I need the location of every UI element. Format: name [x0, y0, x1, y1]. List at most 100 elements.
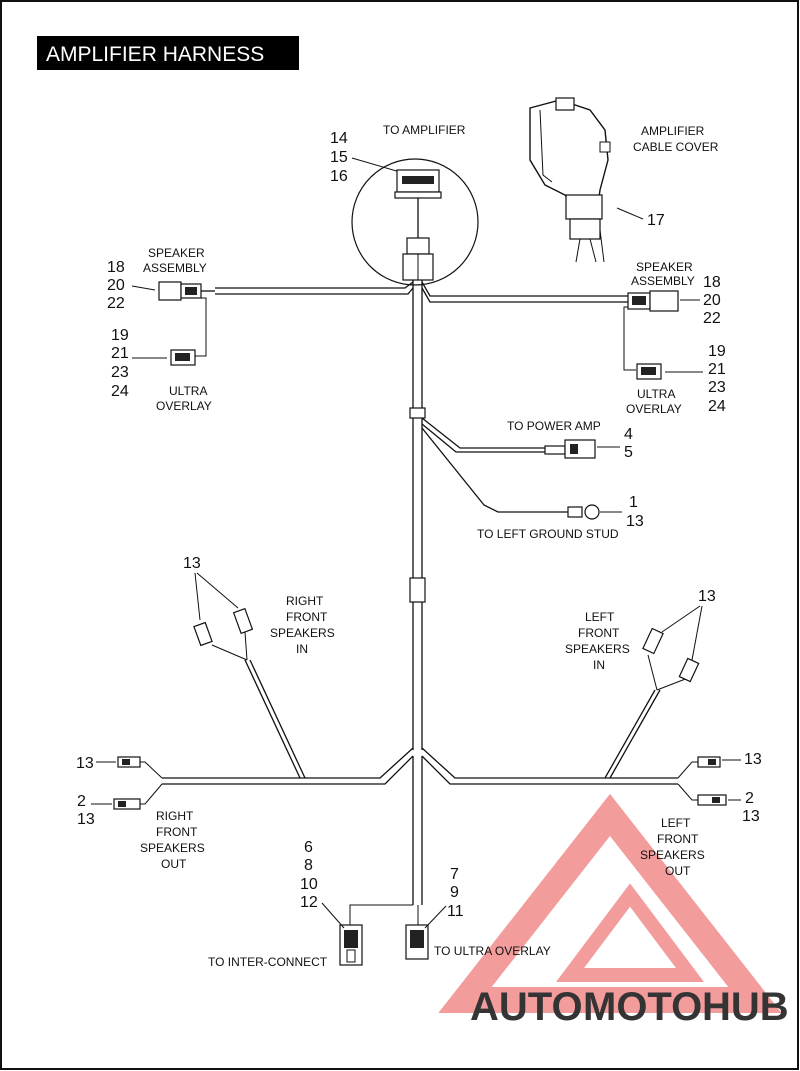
- leader-rf-in-a: [194, 572, 201, 621]
- speaker-assembly-left-connector: [158, 281, 215, 357]
- callout-rf-out-13a: 13: [76, 755, 94, 772]
- title-box: [37, 36, 299, 70]
- callout-16: 16: [330, 168, 348, 185]
- amplifier-cable-cover: [529, 97, 611, 263]
- ultra-overlay-right-label-1: ULTRA: [637, 387, 675, 401]
- watermark-text-hub: HUB: [702, 985, 789, 1029]
- callout-rf-in-13: 13: [183, 555, 201, 572]
- lf-out-label-4: OUT: [665, 864, 691, 878]
- leader-14-16: [351, 157, 401, 173]
- left-front-speakers-out-branch: [677, 756, 727, 806]
- leader-17: [616, 207, 644, 220]
- right-front-speakers-out-branch: [113, 756, 163, 810]
- callout-lf-out-2: 2: [745, 790, 754, 807]
- callout-uo-9: 9: [450, 884, 459, 901]
- to-power-amp-label: TO POWER AMP: [507, 419, 601, 433]
- rf-in-label-3: SPEAKERS: [270, 626, 335, 640]
- lf-in-label-4: IN: [593, 658, 605, 672]
- callout-left-18: 18: [107, 259, 125, 276]
- amplifier-connector: [394, 169, 442, 281]
- callout-ic-6: 6: [304, 839, 313, 856]
- leader-lf-in-b: [691, 605, 703, 661]
- ultra-overlay-right-label-2: OVERLAY: [626, 402, 682, 416]
- lf-out-label-3: SPEAKERS: [640, 848, 705, 862]
- callout-lf-out-13a: 13: [744, 751, 762, 768]
- to-amplifier-label: TO AMPLIFIER: [383, 123, 466, 137]
- callout-power-5: 5: [624, 444, 633, 461]
- left-front-speakers-in-branch: [604, 627, 700, 779]
- callout-lf-out-13b: 13: [742, 808, 760, 825]
- callout-left-22: 22: [107, 295, 125, 312]
- leader-left-18: [131, 285, 156, 291]
- callout-15: 15: [330, 149, 348, 166]
- amp-cover-label-1: AMPLIFIER: [641, 124, 705, 138]
- callout-right-24: 24: [708, 398, 726, 415]
- callout-right-22: 22: [703, 310, 721, 327]
- callout-uo-7: 7: [450, 866, 459, 883]
- lf-in-label-1: LEFT: [585, 610, 615, 624]
- callout-left-19: 19: [111, 327, 129, 344]
- callout-lf-in-13: 13: [698, 588, 716, 605]
- leader-rf-in-b: [196, 572, 239, 609]
- rf-out-label-4: OUT: [161, 857, 187, 871]
- leader-uo: [424, 905, 447, 929]
- lf-in-label-2: FRONT: [578, 626, 620, 640]
- watermark-text-auto: AUTO: [470, 985, 583, 1029]
- rf-out-label-3: SPEAKERS: [140, 841, 205, 855]
- speaker-assembly-right-connector: [623, 290, 679, 371]
- leader-lf-in-a: [661, 605, 701, 633]
- callout-right-23: 23: [708, 379, 726, 396]
- callout-left-21: 21: [111, 345, 129, 362]
- detail-circle: [351, 158, 479, 286]
- callout-uo-11: 11: [447, 903, 464, 920]
- lf-out-label-2: FRONT: [657, 832, 699, 846]
- callout-left-20: 20: [107, 277, 125, 294]
- to-ultra-overlay-label: TO ULTRA OVERLAY: [434, 944, 551, 958]
- callout-right-20: 20: [703, 292, 721, 309]
- callout-rf-out-2: 2: [77, 793, 86, 810]
- callout-ground-1: 1: [629, 494, 638, 511]
- lf-in-label-3: SPEAKERS: [565, 642, 630, 656]
- page-title: AMPLIFIER HARNESS: [46, 43, 264, 66]
- watermark-text-moto: MOTO: [583, 985, 702, 1029]
- to-inter-connect-label: TO INTER-CONNECT: [208, 955, 328, 969]
- rf-in-label-2: FRONT: [286, 610, 328, 624]
- callout-left-23: 23: [111, 364, 129, 381]
- speaker-assembly-right-label-1: SPEAKER: [636, 260, 693, 274]
- callout-ground-13: 13: [626, 513, 644, 530]
- amp-cover-label-2: CABLE COVER: [633, 140, 719, 154]
- ultra-overlay-left-label-1: ULTRA: [169, 384, 207, 398]
- leader-ic: [321, 902, 345, 929]
- callout-power-4: 4: [624, 426, 633, 443]
- main-trunk: [409, 280, 426, 905]
- lf-out-label-1: LEFT: [661, 816, 691, 830]
- callout-rf-out-13b: 13: [77, 811, 95, 828]
- speaker-assembly-right-label-2: ASSEMBLY: [631, 274, 695, 288]
- ground-branch: [421, 427, 600, 520]
- callout-right-18: 18: [703, 274, 721, 291]
- to-left-ground-stud-label: TO LEFT GROUND STUD: [477, 527, 619, 541]
- watermark-logo: AUTO MOTO HUB: [438, 793, 789, 1029]
- callout-17: 17: [647, 212, 665, 229]
- callout-ic-12: 12: [300, 894, 318, 911]
- callout-ic-10: 10: [300, 876, 318, 893]
- ultra-overlay-left-label-2: OVERLAY: [156, 399, 212, 413]
- rf-out-label-1: RIGHT: [156, 809, 194, 823]
- speaker-assembly-left-label-1: SPEAKER: [148, 246, 205, 260]
- callout-right-21: 21: [708, 361, 726, 378]
- rf-out-label-2: FRONT: [156, 825, 198, 839]
- power-amp-branch: [421, 417, 596, 459]
- callout-right-19: 19: [708, 343, 726, 360]
- lower-harness: [162, 747, 678, 785]
- rf-in-label-4: IN: [296, 642, 308, 656]
- rf-in-label-1: RIGHT: [286, 594, 324, 608]
- ultra-overlay-right-connector: [636, 363, 662, 380]
- right-front-speakers-in-branch: [193, 607, 306, 779]
- callout-left-24: 24: [111, 383, 129, 400]
- speaker-assembly-left-label-2: ASSEMBLY: [143, 261, 207, 275]
- callout-14: 14: [330, 130, 348, 147]
- ultra-overlay-left-connector: [170, 349, 196, 366]
- callout-ic-8: 8: [304, 857, 313, 874]
